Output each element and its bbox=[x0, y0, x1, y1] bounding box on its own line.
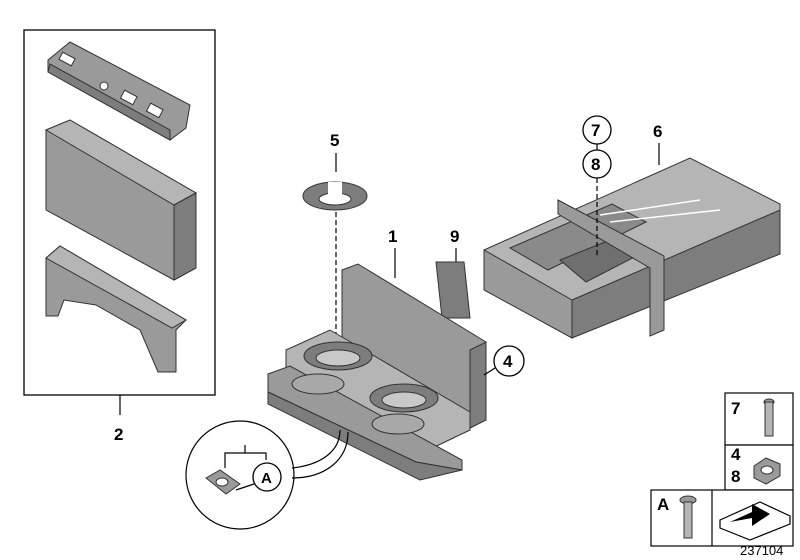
callout-A: A bbox=[261, 470, 272, 487]
callout-1: 1 bbox=[388, 227, 397, 246]
trim-strip-part bbox=[47, 41, 191, 141]
callout-9: 9 bbox=[450, 227, 459, 246]
cover-base-part bbox=[45, 245, 187, 373]
arrow-icon bbox=[719, 501, 791, 541]
diagram-reference-number: 237104 bbox=[740, 543, 783, 558]
callout-4: 4 bbox=[503, 352, 513, 371]
bolt-icon bbox=[763, 398, 775, 437]
cup-holder-part bbox=[267, 263, 487, 481]
hex-nut-icon bbox=[753, 457, 781, 485]
legend-row-7: 7 bbox=[731, 399, 740, 418]
felt-pad-part bbox=[435, 261, 471, 319]
legend-row-A: A bbox=[657, 495, 669, 514]
legend-row-4: 4 bbox=[731, 445, 741, 464]
detail-3-circle bbox=[185, 420, 295, 530]
screw-icon bbox=[679, 495, 697, 539]
callout-7: 7 bbox=[591, 121, 600, 140]
callout-2: 2 bbox=[114, 425, 123, 444]
hardware-legend: 7 4 8 A bbox=[650, 392, 794, 547]
ring-insert-part bbox=[302, 181, 368, 211]
armrest-cushion-part bbox=[44, 119, 198, 281]
legend-row-8: 8 bbox=[731, 467, 740, 486]
callout-8: 8 bbox=[591, 155, 600, 174]
storage-frame-part bbox=[483, 157, 781, 532]
clip-nut-part bbox=[205, 469, 241, 495]
callout-6: 6 bbox=[653, 122, 662, 141]
callout-5: 5 bbox=[330, 131, 339, 150]
